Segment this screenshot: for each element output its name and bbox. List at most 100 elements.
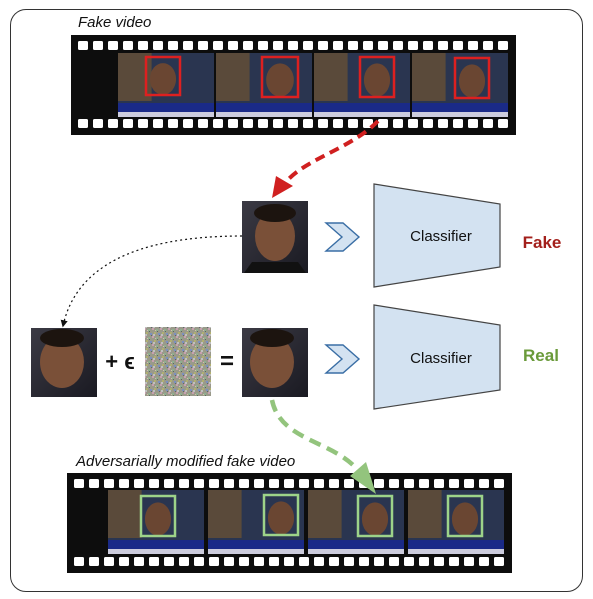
top-film-strip: [71, 35, 516, 135]
sprocket-hole: [498, 119, 508, 128]
outer-border: [10, 9, 583, 592]
sprocket-hole: [168, 119, 178, 128]
sprocket-hole: [453, 119, 463, 128]
sprocket-hole: [209, 479, 219, 488]
sprocket-hole: [183, 119, 193, 128]
sprocket-hole: [314, 479, 324, 488]
sprocket-hole: [363, 41, 373, 50]
sprocket-hole: [288, 119, 298, 128]
sprocket-hole: [498, 41, 508, 50]
sprocket-hole: [434, 479, 444, 488]
sprocket-hole: [78, 119, 88, 128]
sprocket-hole: [423, 41, 433, 50]
sprocket-hole: [254, 479, 264, 488]
sprocket-hole: [318, 119, 328, 128]
video-frame: [216, 53, 312, 117]
sprocket-hole: [149, 557, 159, 566]
sprocket-hole: [104, 479, 114, 488]
sprocket-hole: [123, 119, 133, 128]
sprocket-hole: [408, 41, 418, 50]
sprocket-hole: [333, 119, 343, 128]
sprocket-hole: [164, 479, 174, 488]
sprocket-hole: [93, 41, 103, 50]
face-box: [453, 56, 491, 100]
sprocket-hole: [464, 557, 474, 566]
sprocket-hole: [104, 557, 114, 566]
sprocket-hole: [194, 479, 204, 488]
output-fake-label: Fake: [523, 233, 562, 252]
bottom-strip-holes-top: [74, 479, 504, 488]
sprocket-hole: [119, 479, 129, 488]
bottom-strip-frames: [108, 490, 504, 554]
sprocket-hole: [273, 119, 283, 128]
sprocket-hole: [468, 41, 478, 50]
sprocket-hole: [89, 479, 99, 488]
sprocket-hole: [168, 41, 178, 50]
sprocket-hole: [438, 119, 448, 128]
sprocket-hole: [404, 479, 414, 488]
sprocket-hole: [438, 41, 448, 50]
sprocket-hole: [393, 41, 403, 50]
sprocket-hole: [179, 557, 189, 566]
classifier-bottom-shape: [373, 304, 501, 410]
sprocket-hole: [108, 119, 118, 128]
dotted-arrow: [60, 235, 243, 328]
face-box: [356, 494, 394, 538]
video-frame: [408, 490, 504, 554]
sprocket-hole: [374, 479, 384, 488]
sprocket-hole: [344, 557, 354, 566]
sprocket-hole: [164, 557, 174, 566]
sprocket-hole: [389, 557, 399, 566]
face-box: [144, 55, 182, 97]
sprocket-hole: [258, 119, 268, 128]
sprocket-hole: [224, 557, 234, 566]
bottom-film-strip: [67, 473, 512, 573]
sprocket-hole: [284, 479, 294, 488]
sprocket-hole: [209, 557, 219, 566]
sprocket-hole: [378, 119, 388, 128]
sprocket-hole: [194, 557, 204, 566]
sprocket-hole: [134, 557, 144, 566]
sprocket-hole: [183, 41, 193, 50]
sprocket-hole: [254, 557, 264, 566]
sprocket-hole: [494, 479, 504, 488]
noise-patch: [145, 327, 211, 396]
sprocket-hole: [479, 479, 489, 488]
sprocket-hole: [243, 119, 253, 128]
sprocket-hole: [93, 119, 103, 128]
video-frame: [412, 53, 508, 117]
sprocket-hole: [378, 41, 388, 50]
sprocket-hole: [228, 41, 238, 50]
face-crop-top: [242, 201, 308, 273]
sprocket-hole: [239, 479, 249, 488]
sprocket-hole: [228, 119, 238, 128]
face-box: [358, 55, 396, 99]
sprocket-hole: [123, 41, 133, 50]
sprocket-hole: [149, 479, 159, 488]
sprocket-hole: [299, 557, 309, 566]
sprocket-hole: [314, 557, 324, 566]
sprocket-hole: [239, 557, 249, 566]
sprocket-hole: [153, 119, 163, 128]
sprocket-hole: [348, 119, 358, 128]
sprocket-hole: [419, 479, 429, 488]
video-frame: [314, 53, 410, 117]
sprocket-hole: [359, 557, 369, 566]
output-real-label: Real: [523, 346, 559, 365]
sprocket-hole: [464, 479, 474, 488]
top-strip-holes-bottom: [78, 119, 508, 128]
sprocket-hole: [423, 119, 433, 128]
sprocket-hole: [329, 557, 339, 566]
video-frame: [118, 53, 214, 117]
video-frame: [208, 490, 304, 554]
chevron-icon-bottom: [324, 344, 361, 374]
sprocket-hole: [213, 41, 223, 50]
top-title: Fake video: [78, 14, 152, 31]
sprocket-hole: [494, 557, 504, 566]
sprocket-hole: [303, 119, 313, 128]
sprocket-hole: [134, 479, 144, 488]
chevron-icon-top: [324, 222, 361, 252]
top-strip-frames: [118, 53, 508, 117]
sprocket-hole: [213, 119, 223, 128]
